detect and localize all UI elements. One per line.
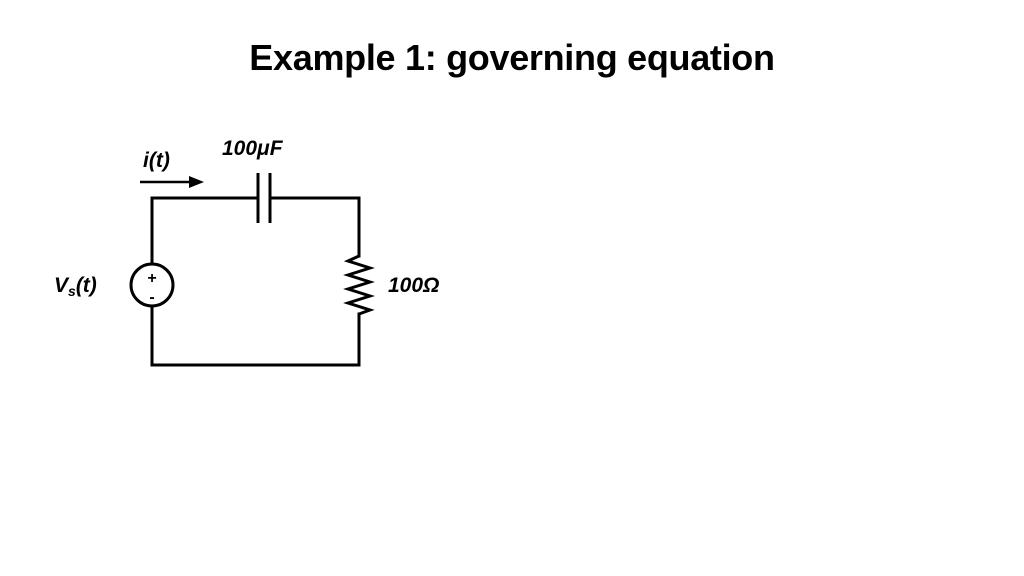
slide-title: Example 1: governing equation bbox=[249, 37, 775, 78]
resistor-symbol bbox=[343, 254, 375, 316]
source-plus-sign: + bbox=[147, 270, 156, 287]
capacitor-label: 100μF bbox=[222, 137, 284, 160]
voltage-source-symbol bbox=[129, 262, 175, 308]
current-label: i(t) bbox=[143, 149, 170, 172]
capacitor-symbol bbox=[256, 173, 272, 223]
current-arrow bbox=[140, 176, 204, 188]
source-label-subscript: s bbox=[68, 283, 76, 299]
source-label-tail: (t) bbox=[76, 274, 97, 297]
resistor-label: 100Ω bbox=[388, 274, 439, 297]
source-label: Vs(t) bbox=[54, 274, 97, 299]
source-minus-sign: - bbox=[149, 289, 154, 306]
source-label-main: V bbox=[54, 274, 70, 297]
